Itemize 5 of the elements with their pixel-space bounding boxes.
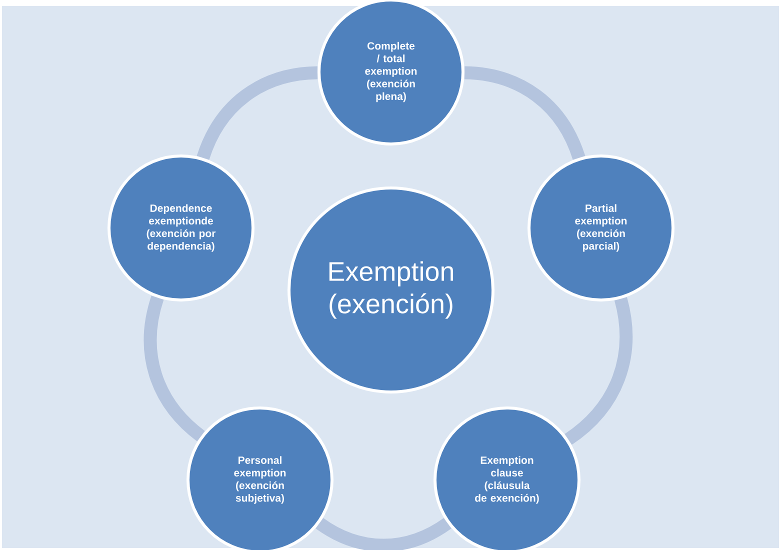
ring-arc [564,297,632,445]
ring-arc [144,296,206,442]
ring-arc [464,66,586,160]
ring-arc [196,66,318,160]
ring-arc [316,518,452,550]
